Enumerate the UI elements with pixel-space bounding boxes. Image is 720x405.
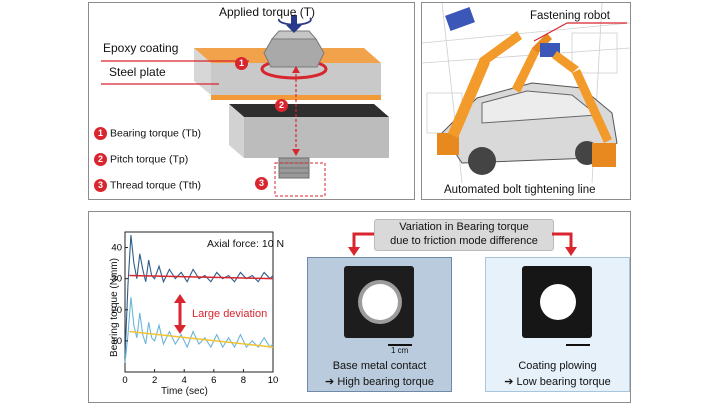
scale-bar-right bbox=[566, 344, 590, 346]
fastening-robot-label: Fastening robot bbox=[530, 10, 610, 22]
y-tick-label: 10 bbox=[111, 336, 122, 347]
marker-2: 2 bbox=[275, 97, 291, 115]
x-tick-label: 8 bbox=[241, 375, 246, 386]
x-axis-label: Time (sec) bbox=[161, 386, 208, 397]
robot-illustration bbox=[422, 3, 630, 184]
bearing-torque-panel: 0 2 4 6 8 10 10 20 30 40 Axial force: 10 N Large … bbox=[88, 211, 631, 403]
sample-hole bbox=[362, 284, 398, 320]
lower-plate-front bbox=[244, 117, 389, 158]
axial-force-annotation: Axial force: 10 N bbox=[207, 238, 285, 250]
plot-frame bbox=[124, 231, 274, 373]
thread-highlight-box bbox=[274, 162, 326, 197]
sample-left-line-1: Base metal contact bbox=[332, 360, 427, 372]
steel-plate-label: Steel plate bbox=[109, 65, 166, 79]
robot-caption: Automated bolt tightening line bbox=[444, 184, 596, 196]
nut-head bbox=[263, 38, 325, 68]
coating-bottom-edge bbox=[211, 95, 381, 100]
x-tick-label: 0 bbox=[122, 375, 127, 386]
variation-line-2: due to friction mode difference bbox=[390, 235, 538, 247]
robot-line-panel: Fastening robot Automated bolt tightenin… bbox=[421, 2, 631, 200]
bearing-torque-chart: 0 2 4 6 8 10 10 20 30 40 bbox=[111, 231, 278, 386]
bolt-illustration bbox=[101, 15, 389, 197]
sample-card-coating: Coating plowing ➔ Low bearing torque bbox=[485, 257, 630, 392]
epoxy-coating-label: Epoxy coating bbox=[103, 41, 179, 55]
bolt-schematic-panel: Applied torque (T) Epoxy coating Steel p… bbox=[88, 2, 415, 200]
scale-label: 1 cm bbox=[391, 346, 409, 355]
banner-arrow-right bbox=[552, 232, 573, 250]
y-tick-label: 40 bbox=[111, 243, 122, 254]
series-line-1 bbox=[124, 235, 274, 357]
robot-arm-center bbox=[512, 33, 560, 93]
car-frame bbox=[481, 90, 599, 124]
robot-arm-right bbox=[552, 51, 616, 167]
torque-arrow-shaft bbox=[291, 15, 297, 27]
lower-plate-left bbox=[229, 104, 244, 158]
series-line-2 bbox=[124, 297, 274, 363]
fastening-robot-leader bbox=[533, 22, 568, 42]
x-tick-label: 4 bbox=[182, 375, 187, 386]
x-tick-label: 2 bbox=[152, 375, 157, 386]
sample-hole-right bbox=[540, 284, 576, 320]
sample-plate-dark bbox=[344, 266, 414, 338]
y-tick-label: 30 bbox=[111, 274, 122, 285]
x-tick-label: 10 bbox=[268, 375, 279, 386]
rotation-arrow bbox=[278, 17, 312, 26]
applied-torque-label: Applied torque (T) bbox=[219, 5, 316, 19]
banner-arrow-left bbox=[352, 232, 374, 250]
sample-card-base-metal: 1 cm Base metal contact ➔ High bearing t… bbox=[307, 257, 452, 392]
sample-left-line-2: ➔ High bearing torque bbox=[325, 376, 434, 388]
sample-right-line-2: ➔ Low bearing torque bbox=[504, 376, 611, 388]
chart-ticks: 0 2 4 6 8 10 10 20 30 40 bbox=[111, 243, 278, 386]
fit-line-1 bbox=[129, 274, 274, 280]
marker-1: 1 bbox=[235, 55, 251, 73]
torque-arrow-head bbox=[286, 25, 302, 33]
variation-banner: Variation in Bearing torque due to frict… bbox=[374, 219, 554, 251]
sample-plate-dark-right bbox=[522, 266, 592, 338]
lower-plate-top bbox=[229, 104, 389, 117]
variation-line-1: Variation in Bearing torque bbox=[399, 221, 529, 233]
x-tick-label: 6 bbox=[211, 375, 216, 386]
scale-bar bbox=[388, 344, 412, 346]
front-wheel bbox=[468, 147, 496, 175]
y-tick-label: 20 bbox=[111, 305, 122, 316]
y-axis-label: Bearing torque (Nmm) bbox=[108, 258, 120, 357]
chart-axes bbox=[124, 231, 274, 373]
deviation-label: Large deviation bbox=[192, 308, 268, 320]
plate-left-face bbox=[194, 48, 211, 95]
marker-3: 3 bbox=[255, 175, 271, 193]
fit-line-2 bbox=[129, 330, 274, 348]
robot-arm-left bbox=[437, 7, 522, 155]
nut-top bbox=[270, 30, 318, 40]
chart-series bbox=[124, 235, 274, 363]
sample-right-line-1: Coating plowing bbox=[518, 360, 597, 372]
